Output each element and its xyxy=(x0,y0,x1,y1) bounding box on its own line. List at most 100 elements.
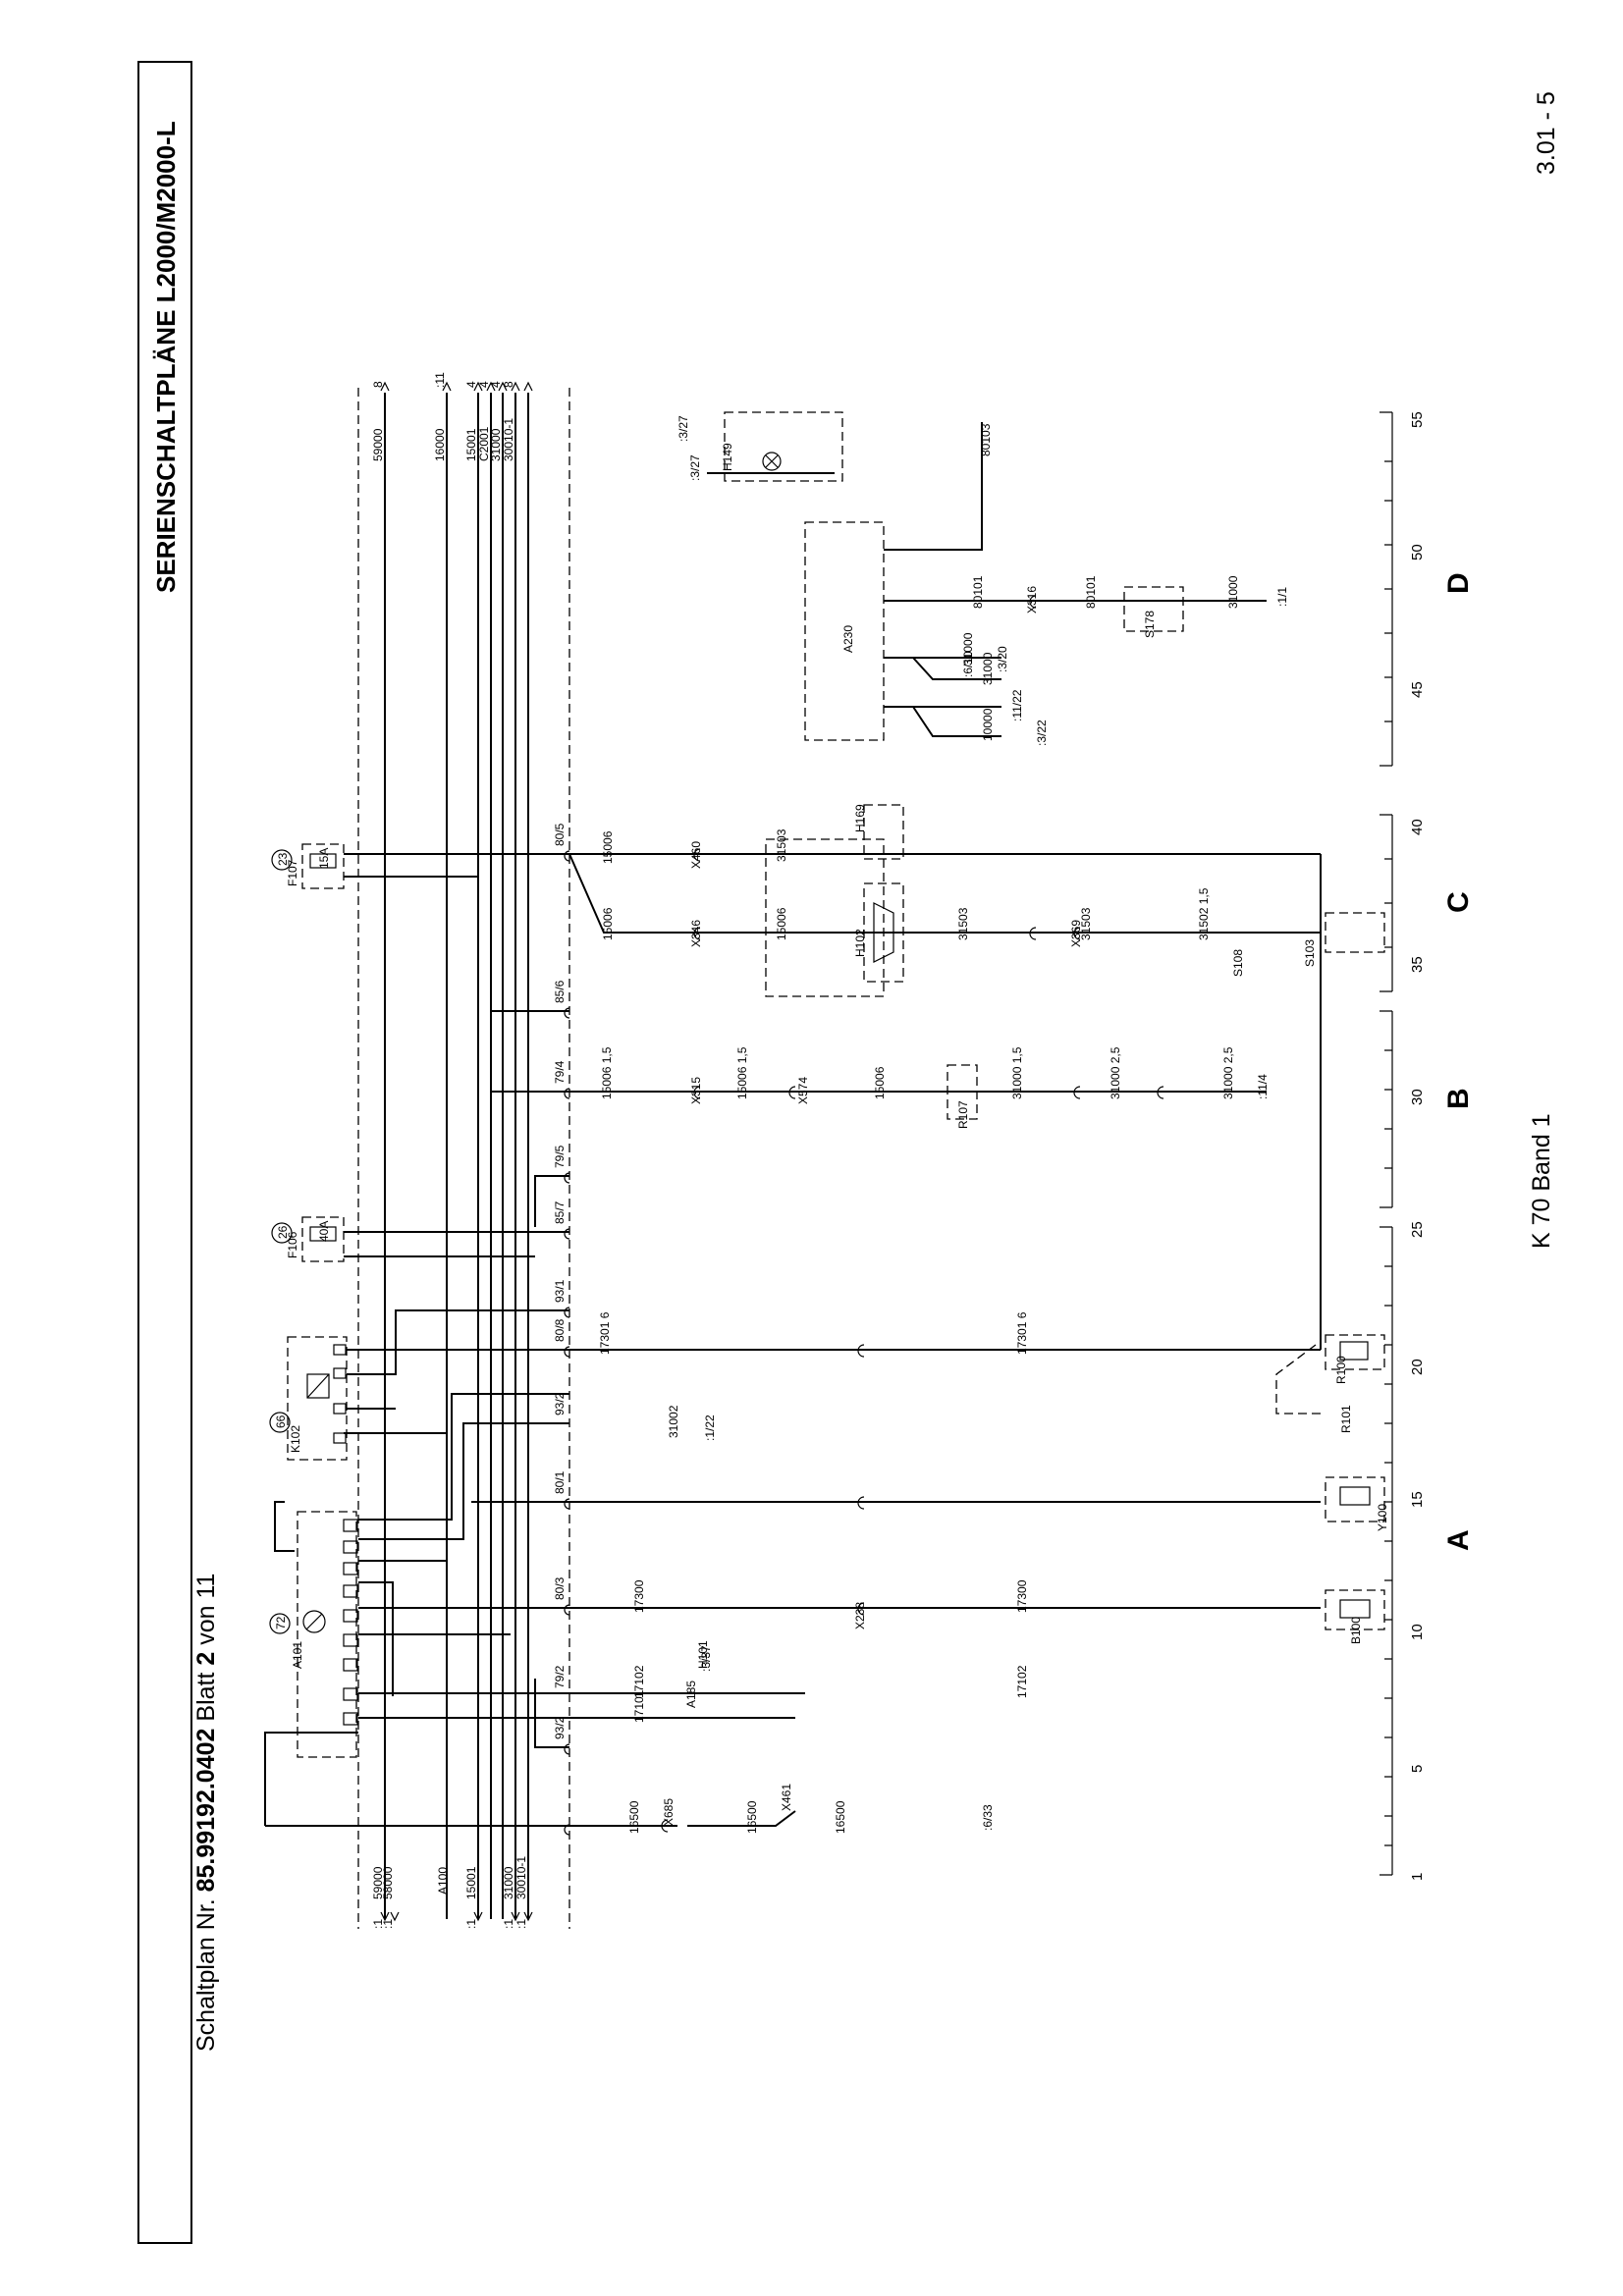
circuit-a-wire-9: 17301 6 xyxy=(598,1311,612,1355)
bus-top-ref-3: 4 xyxy=(477,381,491,388)
component-label-a230: A230 xyxy=(841,625,855,653)
section-letter-d: D xyxy=(1442,572,1475,594)
bus-tap-tag-2: 80/3 xyxy=(553,1576,567,1600)
component-label-r101: R101 xyxy=(1339,1405,1353,1433)
circuit-d-wire-0: 80101 xyxy=(1084,575,1098,609)
component-label-x346: X346 xyxy=(689,920,703,947)
component-tag-circle-a101 xyxy=(269,1613,291,1634)
component-tag-circle-k102 xyxy=(269,1412,291,1433)
component-label-x574: X574 xyxy=(796,1077,810,1104)
circuit-c-wire-4: 31503 xyxy=(1079,907,1093,940)
bus-tap-tag-3: 80/1 xyxy=(553,1470,567,1494)
cross-ref-1: :3/37 xyxy=(699,1645,713,1672)
bus-tap-tag-4: 93/2 xyxy=(553,1392,567,1415)
circuit-d-wire-1: 80101 xyxy=(971,575,985,609)
r107-resistor xyxy=(947,1064,978,1120)
cross-ref-8: :3/22 xyxy=(1035,720,1049,746)
bus-top-wire-3: C2001 xyxy=(477,426,491,461)
bus-tap-tag-6: 93/1 xyxy=(553,1279,567,1303)
component-label-x369: X369 xyxy=(1069,920,1083,947)
section-letter-b: B xyxy=(1442,1088,1475,1109)
component-label-x316: X316 xyxy=(1025,586,1039,614)
cross-ref-5: :6/10 xyxy=(961,651,975,677)
bus-bottom-ref-2: :1 xyxy=(464,1919,478,1929)
fuse-rating-f107: 15A xyxy=(317,848,331,869)
circuit-a-wire-2: 16500 xyxy=(834,1800,847,1834)
circuit-wires xyxy=(264,853,1322,1827)
component-label-r100: R100 xyxy=(1334,1356,1348,1384)
ruler-tick-30: 30 xyxy=(1409,1089,1426,1105)
page-header-bar: SERIENSCHALTPLÄNE L2000/M2000-L xyxy=(137,61,192,2244)
ruler-tick-35: 35 xyxy=(1409,956,1426,973)
bus-top-ref-5: 8 xyxy=(502,381,515,388)
component-label-x461: X461 xyxy=(780,1784,793,1811)
cross-ref-2: :1/22 xyxy=(703,1415,717,1441)
component-label-s178: S178 xyxy=(1143,611,1157,638)
y100-valve xyxy=(1325,1476,1385,1522)
bus-tap-tag-9: 79/4 xyxy=(553,1060,567,1084)
bus-top-ref-4: 4 xyxy=(489,381,503,388)
ruler-tick-55: 55 xyxy=(1409,411,1426,428)
circuit-b-wire-4: 31000 2,5 xyxy=(1109,1046,1122,1099)
component-label-h102: H102 xyxy=(853,929,867,957)
connector-terminals xyxy=(564,595,1164,1836)
ruler-tick-10: 10 xyxy=(1409,1624,1426,1640)
bus-tap-tag-8: 79/5 xyxy=(553,1145,567,1168)
bus-top-wire-5: 30010-1 xyxy=(502,418,515,461)
circuit-d-wire-6: 31000 xyxy=(961,632,975,666)
component-label-h101: H101 xyxy=(696,1640,710,1669)
circuit-b-wire-3: 31000 1,5 xyxy=(1010,1046,1024,1099)
component-label-x460: X460 xyxy=(689,841,703,869)
bus-top-wire-1: 16000 xyxy=(433,428,447,461)
bus-top-wire-2: 15001 xyxy=(464,428,478,461)
bus-top-ref-1: :11 xyxy=(433,372,447,388)
cross-ref-7: :11/22 xyxy=(1010,689,1024,721)
circuit-b-wire-0: 15006 1,5 xyxy=(600,1046,614,1099)
bus-tap-tag-1: 79/2 xyxy=(553,1665,567,1688)
bus-top-ref-0: 8 xyxy=(371,381,385,388)
bus-bar-dashed-borders xyxy=(357,388,570,1929)
circuit-c-wire-2: 15006 xyxy=(775,907,788,940)
component-label-s108: S108 xyxy=(1231,949,1245,977)
cross-ref-4: :1/1 xyxy=(1275,587,1289,607)
circuit-a-wire-10: 17301 6 xyxy=(1015,1311,1029,1355)
bus-bottom-wire-1: 58000 xyxy=(381,1866,395,1899)
component-label-x685: X685 xyxy=(662,1798,676,1826)
bus-bottom-ref-1: :1 xyxy=(381,1919,395,1929)
component-label-s103: S103 xyxy=(1303,939,1317,967)
circuit-c-wire-6: 31503 xyxy=(775,828,788,862)
circuit-d-wire-4: 10000 xyxy=(981,708,995,741)
s178-switch xyxy=(1123,586,1267,632)
component-tag-f107: 23 xyxy=(276,852,290,866)
circuit-a-wire-8: 31002 xyxy=(667,1405,680,1438)
a101-terminals xyxy=(343,1519,358,1726)
circuit-d-wire-3: 31000 xyxy=(1226,575,1240,609)
component-tag-circle-f107 xyxy=(271,849,293,871)
h149-lamp xyxy=(707,411,843,482)
circuit-a-wire-7: 17300 xyxy=(1015,1579,1029,1613)
h102-horn xyxy=(863,882,904,983)
cross-ref-0: :6/33 xyxy=(981,1804,995,1831)
ruler-tick-20: 20 xyxy=(1409,1359,1426,1375)
component-label-b100: B100 xyxy=(1349,1617,1363,1644)
section-letter-a: A xyxy=(1442,1529,1475,1551)
circuit-d-wire-2: 80103 xyxy=(979,423,993,456)
section-ruler xyxy=(1380,411,1393,1876)
ruler-tick-50: 50 xyxy=(1409,544,1426,561)
a230-controller xyxy=(804,422,1144,741)
bus-bottom-wire-3: 31000 xyxy=(502,1866,515,1899)
bus-tap-tag-0: 93/2 xyxy=(553,1716,567,1739)
f107-fuse xyxy=(301,843,345,889)
component-label-y100: Y100 xyxy=(1376,1504,1389,1531)
bus-tap-tag-10: 85/6 xyxy=(553,980,567,1003)
component-label-r107: R107 xyxy=(956,1100,970,1129)
bus-bottom-ref-4: :1 xyxy=(514,1919,528,1929)
rail-arrows xyxy=(380,381,533,1922)
cross-ref-9: :3/27 xyxy=(688,454,702,481)
r101-link xyxy=(1275,1344,1325,1415)
bus-tap-tag-7: 85/7 xyxy=(553,1201,567,1224)
circuit-a-wire-0: 16500 xyxy=(627,1800,641,1834)
cross-ref-10: :3/27 xyxy=(676,415,690,442)
circuit-a-wire-4: 17102 xyxy=(632,1665,646,1698)
